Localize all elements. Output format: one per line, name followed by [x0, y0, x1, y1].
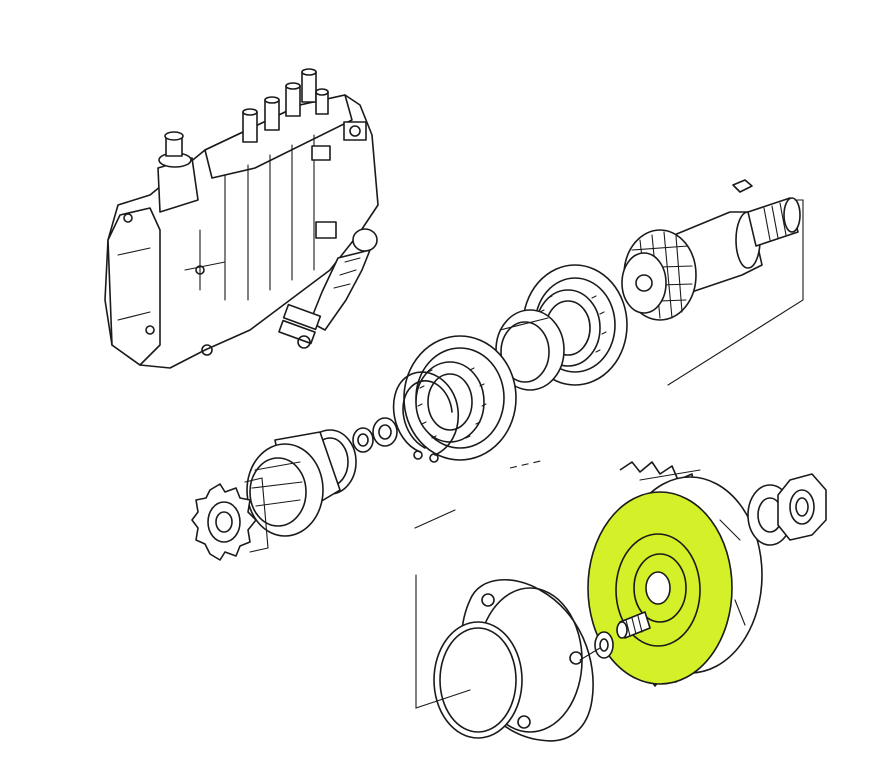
delivery-valves: [242, 68, 329, 143]
injection-pump-body: [104, 68, 379, 369]
drive-shaft-with-key: [621, 179, 801, 321]
bearing-center: [403, 335, 517, 461]
drive-coupling-gear: [191, 429, 357, 561]
assembly-bracket-bottom: [415, 574, 601, 709]
shims: [352, 417, 398, 453]
assembly-bracket-top: [667, 199, 804, 386]
circlip: [392, 371, 460, 463]
timing-gear-highlighted: [587, 461, 763, 687]
o-ring: [433, 621, 523, 739]
stud-washer: [594, 631, 614, 659]
nut: [777, 473, 827, 541]
feed-pump: [278, 228, 378, 349]
assembly-lines-middle: [414, 459, 546, 529]
